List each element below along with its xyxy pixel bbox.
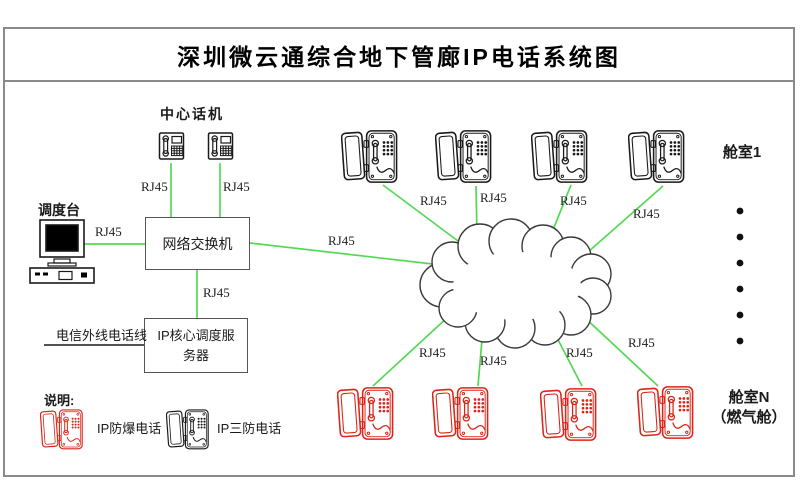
tri-proof-phone-icon bbox=[628, 130, 685, 183]
connection-line bbox=[382, 184, 459, 242]
cabin-dots bbox=[736, 207, 744, 345]
core-server-box: IP核心调度服务器 bbox=[144, 318, 248, 373]
rj45-label: RJ45 bbox=[95, 224, 122, 239]
legend-item-label: IP防爆电话 bbox=[97, 421, 162, 436]
connection-line bbox=[372, 315, 450, 387]
network-switch-box: 网络交换机 bbox=[145, 217, 250, 270]
dispatch-console-label: 调度台 bbox=[38, 202, 80, 218]
rj45-label: RJ45 bbox=[420, 193, 447, 208]
page-title: 深圳微云通综合地下管廊IP电话系统图 bbox=[177, 43, 621, 70]
network-cloud bbox=[419, 218, 612, 349]
legend-item-label: IP三防电话 bbox=[217, 421, 282, 436]
connection-line bbox=[587, 185, 664, 253]
rj45-label: RJ45 bbox=[480, 190, 507, 205]
tri-proof-phone-icon bbox=[166, 409, 209, 450]
connection-line bbox=[582, 315, 659, 387]
dot bbox=[736, 207, 744, 215]
desk-phone-icon bbox=[207, 132, 234, 160]
dot bbox=[736, 259, 744, 267]
dot bbox=[736, 233, 744, 241]
desk-phone-icon bbox=[158, 132, 185, 160]
core-server-label: IP核心调度服务器 bbox=[157, 328, 235, 363]
explosion-proof-phone-icon bbox=[637, 386, 694, 439]
dot bbox=[736, 285, 744, 293]
rj45-label: RJ45 bbox=[480, 353, 507, 368]
center-phones-label: 中心话机 bbox=[160, 106, 224, 122]
rj45-label: RJ45 bbox=[419, 345, 446, 360]
rj45-label: RJ45 bbox=[633, 206, 660, 221]
cabin-1-label: 舱室1 bbox=[722, 144, 762, 161]
rj45-label: RJ45 bbox=[560, 193, 587, 208]
rj45-label: RJ45 bbox=[223, 179, 250, 194]
connection-line bbox=[249, 242, 451, 267]
legend-heading: 说明: bbox=[44, 393, 75, 408]
rj45-label: RJ45 bbox=[566, 345, 593, 360]
network-switch-label: 网络交换机 bbox=[162, 235, 233, 252]
explosion-proof-phone-icon bbox=[540, 388, 597, 441]
tri-proof-phone-icon bbox=[435, 130, 492, 183]
rj45-label: RJ45 bbox=[203, 285, 230, 300]
dot bbox=[736, 311, 744, 319]
explosion-proof-phone-icon bbox=[40, 409, 83, 450]
telecom-line-label: 电信外线电话线 bbox=[56, 328, 148, 343]
title-bar: 深圳微云通综合地下管廊IP电话系统图 bbox=[3, 27, 795, 82]
rj45-label: RJ45 bbox=[328, 233, 355, 248]
explosion-proof-phone-icon bbox=[432, 387, 489, 440]
dispatch-console-computer-icon bbox=[29, 219, 95, 284]
green-connection-lines bbox=[84, 163, 664, 387]
cabin-n-label: 舱室N （燃气舱） bbox=[711, 389, 787, 427]
explosion-proof-phone-icon bbox=[337, 387, 394, 440]
rj45-label: RJ45 bbox=[141, 179, 168, 194]
connection-line bbox=[550, 184, 572, 236]
tri-proof-phone-icon bbox=[341, 130, 398, 183]
tri-proof-phone-icon bbox=[531, 130, 588, 183]
dot bbox=[736, 337, 744, 345]
rj45-label: RJ45 bbox=[628, 335, 655, 350]
